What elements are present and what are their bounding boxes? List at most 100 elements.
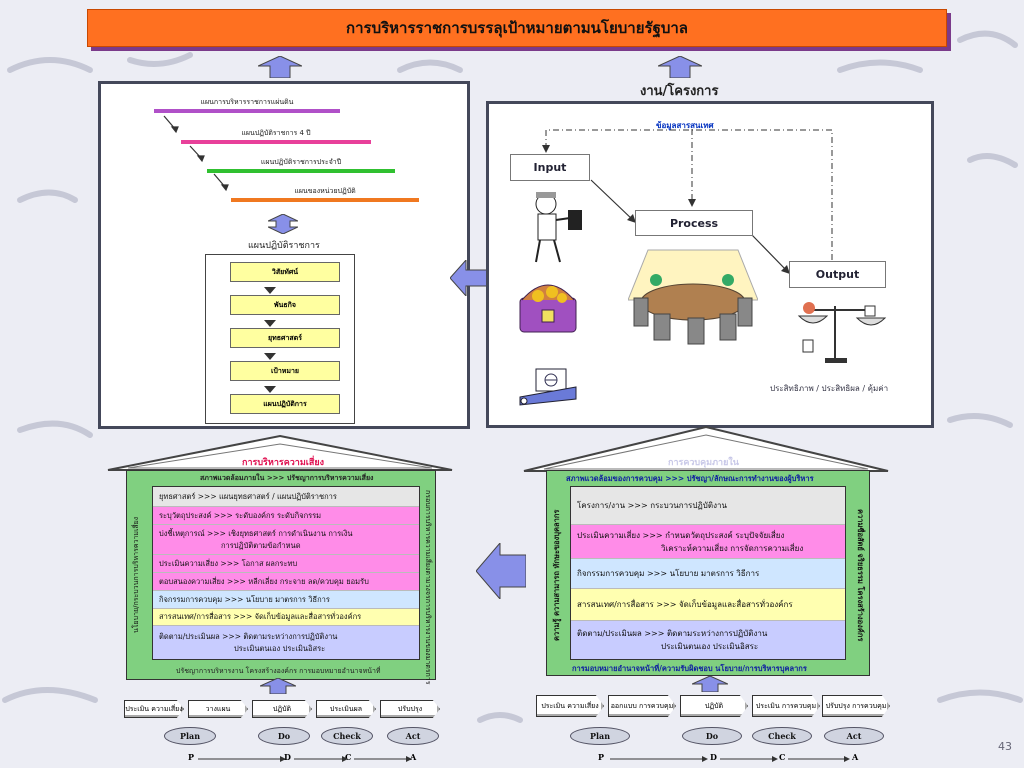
project-header: งาน/โครงการ — [640, 84, 719, 99]
control-row: ประเมินความเสี่ยง >>> กำหนดวัตถุประสงค์ … — [571, 525, 845, 559]
risk-row: บ่งชี้เหตุการณ์ >>> เชิงยุทธศาสตร์ การดำ… — [153, 525, 419, 555]
control-roof — [523, 425, 889, 472]
control-row: กิจกรรมการควบคุม >>> นโยบาย มาตรการ วิธี… — [571, 559, 845, 589]
treasure-chest-icon — [519, 284, 577, 333]
page-number: 43 — [998, 740, 1012, 753]
control-row-text: กิจกรรมการควบคุม >>> นโยบาย มาตรการ วิธี… — [577, 569, 760, 578]
pdca-plan: Plan — [570, 727, 630, 745]
risk-row-text: ตอบสนองความเสี่ยง >>> หลีกเลี่ยง กระจาย … — [159, 576, 369, 586]
control-row: สารสนเทศ/การสื่อสาร >>> จัดเก็บข้อมูลและ… — [571, 589, 845, 621]
flow-step: วางแผน — [188, 700, 248, 718]
pdca-letter: C — [779, 752, 786, 762]
computer-icon — [519, 368, 577, 406]
control-row-text: วิเคราะห์ความเสี่ยง การจัดการความเสี่ยง — [661, 543, 804, 553]
pdca-arrows — [610, 756, 850, 762]
control-row-text: ประเมินความเสี่ยง >>> กำหนดวัตถุประสงค์ … — [577, 530, 785, 540]
input-box: Input — [510, 154, 590, 181]
pdca-act: Act — [387, 727, 439, 745]
risk-row-text: ติดตาม/ประเมินผล >>> ติดตามระหว่างการปฏิ… — [159, 631, 338, 641]
efficiency-caption: ประสิทธิภาพ / ประสิทธิผล / คุ้มค่า — [770, 384, 889, 393]
risk-row: ตอบสนองความเสี่ยง >>> หลีกเลี่ยง กระจาย … — [153, 573, 419, 591]
control-roof-title: การควบคุมภายใน — [668, 458, 739, 468]
risk-row: ประเมินความเสี่ยง >>> โอกาส ผลกระทบ — [153, 555, 419, 573]
risk-row-text: บ่งชี้เหตุการณ์ >>> เชิงยุทธศาสตร์ การดำ… — [159, 528, 353, 538]
flow-step: ประเมินผล — [316, 700, 376, 718]
risk-row-text: กิจกรรมการควบคุม >>> นโยบาย มาตรการ วิธี… — [159, 594, 330, 604]
pdca-letter: P — [598, 752, 605, 762]
plan-step-mission: พันธกิจ — [230, 295, 340, 315]
control-bottom-label: การมอบหมายอำนาจหน้าที่/ความรับผิดชอบ นโย… — [572, 664, 807, 673]
control-row-text: ติดตาม/ประเมินผล >>> ติดตามระหว่างการปฏิ… — [577, 629, 768, 638]
person-clipart-icon — [535, 192, 582, 263]
meeting-room-clipart-icon — [628, 249, 758, 345]
plan-step-strategy: ยุทธศาสตร์ — [230, 328, 340, 348]
up-arrow-icon — [258, 56, 302, 78]
flow-step: ออกแบบ การควบคุม — [608, 695, 676, 717]
risk-roof-title: การบริหารความเสี่ยง — [242, 458, 325, 468]
plan-arrows — [264, 287, 276, 393]
info-label: ข้อมูลสารสนเทศ — [656, 121, 714, 130]
control-left-side: ความรู้ ความสามารถ ทักษะของบุคลากร — [552, 509, 561, 641]
left-arrow-icon — [476, 543, 526, 599]
risk-row-text: ประเมินความเสี่ยง >>> โอกาส ผลกระทบ — [159, 558, 298, 568]
risk-left-side: นโยบาย/กระบวนการบริหารความเสี่ยง — [132, 516, 140, 634]
plan-step-goal: เป้าหมาย — [230, 361, 340, 381]
control-row: โครงการ/งาน >>> กระบวนการปฏิบัติงาน — [571, 487, 845, 525]
control-rows: โครงการ/งาน >>> กระบวนการปฏิบัติงาน ประเ… — [570, 486, 846, 660]
control-right-side: ความซื่อสัตย์ จริยธรรม โครงสร้างองค์กร — [856, 508, 865, 642]
cascade-item: แผนปฏิบัติราชการประจำปี — [207, 155, 395, 173]
risk-row-text: ประเมินตนเอง ประเมินอิสระ — [234, 643, 326, 653]
pdca-do: Do — [682, 727, 742, 745]
pdca-do: Do — [258, 727, 310, 745]
pdca-letter: A — [852, 752, 859, 762]
plan-step-vision: วิสัยทัศน์ — [230, 262, 340, 282]
cascade-item: แผนของหน่วยปฏิบัติ — [231, 184, 419, 202]
risk-row: ระบุวัตถุประสงค์ >>> ระดับองค์กร ระดับกิ… — [153, 507, 419, 525]
output-box: Output — [789, 261, 886, 288]
control-row: ติดตาม/ประเมินผล >>> ติดตามระหว่างการปฏิ… — [571, 621, 845, 659]
control-row-text: สารสนเทศ/การสื่อสาร >>> จัดเก็บข้อมูลและ… — [577, 600, 793, 609]
pdca-arrows — [198, 756, 412, 762]
flow-step: ประเมิน การควบคุม — [752, 695, 820, 717]
flow-step: ประเมิน ความเสี่ยง — [536, 695, 604, 717]
pdca-letter: P — [188, 752, 195, 762]
up-arrow-icon — [658, 56, 702, 78]
risk-row-text: สารสนเทศ/การสื่อสาร >>> จัดเก็บข้อมูลและ… — [159, 612, 362, 621]
control-top-label: สภาพแวดล้อมของการควบคุม >>> ปรัชญา/ลักษณ… — [566, 474, 814, 483]
flow-step: ปฏิบัติ — [680, 695, 748, 717]
risk-row-text: ระบุวัตถุประสงค์ >>> ระดับองค์กร ระดับกิ… — [159, 510, 322, 520]
pdca-check: Check — [752, 727, 812, 745]
risk-rows: ยุทธศาสตร์ >>> แผนยุทธศาสตร์ / แผนปฏิบัต… — [152, 486, 420, 660]
flow-step: ปรับปรุง การควบคุม — [822, 695, 890, 717]
pdca-act: Act — [824, 727, 884, 745]
pdca-letter: A — [410, 752, 417, 762]
up-arrow-icon — [260, 678, 296, 694]
pdca-letter: D — [710, 752, 717, 762]
control-row-text: โครงการ/งาน >>> กระบวนการปฏิบัติงาน — [577, 501, 727, 510]
plan-step-action-plan: แผนปฏิบัติการ — [230, 394, 340, 414]
flow-step: ปฏิบัติ — [252, 700, 312, 718]
up-arrow-icon — [692, 676, 728, 692]
plan-title: แผนปฏิบัติราชการ — [248, 241, 320, 251]
risk-row: สารสนเทศ/การสื่อสาร >>> จัดเก็บข้อมูลและ… — [153, 609, 419, 626]
risk-row: ยุทธศาสตร์ >>> แผนยุทธศาสตร์ / แผนปฏิบัต… — [153, 487, 419, 507]
pdca-letter: D — [284, 752, 291, 762]
cascade-item: แผนการบริหารราชการแผ่นดิน — [154, 95, 340, 113]
cascade-item: แผนปฏิบัติราชการ 4 ปี — [181, 126, 371, 144]
double-arrow-icon — [268, 214, 298, 234]
pdca-plan: Plan — [164, 727, 216, 745]
pdca-letter: C — [345, 752, 352, 762]
process-box: Process — [635, 210, 753, 236]
risk-top-label: สภาพแวดล้อมภายใน >>> ปรัชญาการบริหารความ… — [200, 474, 374, 482]
risk-bottom-label: ปรัชญาการบริหารงาน โครงสร้างองค์กร การมอ… — [176, 667, 381, 675]
risk-row-text: ยุทธศาสตร์ >>> แผนยุทธศาสตร์ / แผนปฏิบัต… — [159, 491, 337, 501]
pdca-check: Check — [321, 727, 373, 745]
page-title: การบริหารราชการบรรลุเป้าหมายตามนโยบายรัฐ… — [87, 9, 947, 47]
risk-row-text: การปฏิบัติตามข้อกำหนด — [221, 540, 301, 550]
risk-right-side: กรอบการบริหารความเสี่ยงตามวงจรการบริหารง… — [424, 490, 432, 685]
cascade-arrows — [163, 115, 229, 192]
risk-row: กิจกรรมการควบคุม >>> นโยบาย มาตรการ วิธี… — [153, 591, 419, 609]
flow-step: ปรับปรุง — [380, 700, 440, 718]
control-row-text: ประเมินตนเอง ประเมินอิสระ — [661, 642, 759, 651]
